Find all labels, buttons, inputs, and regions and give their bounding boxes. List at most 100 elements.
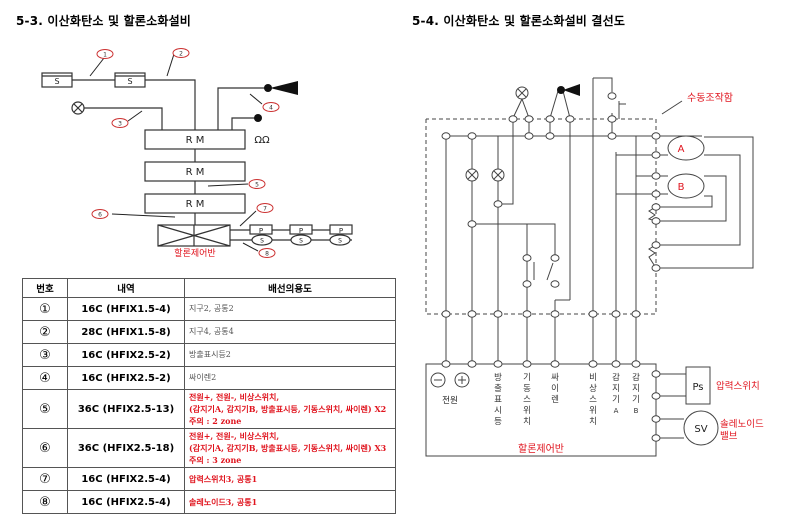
terminal-label-discharge-lamp: 등 — [494, 417, 502, 427]
terminal-label-detector-a: 감 — [612, 372, 620, 383]
sv-label: SV — [694, 424, 707, 435]
terminal — [524, 132, 534, 140]
terminal-label-discharge-lamp: 표 — [494, 395, 502, 405]
solenoid-label: S — [338, 238, 342, 245]
terminal — [651, 241, 661, 249]
terminal-label-siren: 렌 — [551, 394, 559, 405]
terminal — [651, 132, 661, 140]
terminal-label-start-switch: 기 — [523, 373, 531, 383]
terminal-label-siren: 싸 — [551, 372, 559, 383]
terminal — [522, 254, 532, 262]
terminal — [550, 310, 560, 318]
row-number: ⑤ — [22, 389, 68, 429]
terminal — [651, 392, 661, 400]
pressure-switch-label: P — [299, 227, 303, 235]
halon-panel-label: 할론제어반 — [174, 248, 215, 259]
terminal — [550, 280, 560, 288]
row-usage: 지구4, 공통4 — [184, 320, 396, 344]
solenoid-valve-name-2: 밸브 — [720, 431, 738, 442]
svg-text:1: 1 — [103, 52, 107, 59]
solenoid-label: S — [299, 238, 303, 245]
pressure-switch-box — [685, 366, 711, 405]
usage-line: (감지기A, 감지기B, 방출표시등, 기동스위치, 싸이렌) X3 — [189, 443, 387, 453]
terminal — [522, 280, 532, 288]
usage-line: 전원+, 전원-, 비상스위치, — [189, 431, 280, 441]
row-number: ② — [22, 320, 68, 344]
detector-a-label: A — [678, 144, 685, 155]
usage-line: 압력스위치3, 공통1 — [189, 474, 258, 484]
terminal — [550, 254, 560, 262]
header-spec: 내역 — [67, 278, 185, 298]
terminal-label-start-switch: 동 — [523, 384, 531, 394]
svg-text:2: 2 — [179, 51, 183, 58]
terminal — [651, 151, 661, 159]
callout-3 — [111, 118, 129, 128]
callout-4 — [262, 102, 280, 112]
usage-line: (감지기A, 감지기B, 방출표시등, 기동스위치, 싸이렌) X2 — [189, 404, 387, 414]
terminal — [545, 115, 555, 123]
row-usage: 전원+, 전원-, 비상스위치, (감지기A, 감지기B, 방출표시등, 기동스위… — [184, 389, 396, 429]
row-spec: 36C (HFIX2.5-13) — [67, 389, 185, 429]
terminal-label-detector-a: 기 — [612, 395, 620, 405]
terminal-label-detector-a: A — [614, 407, 619, 415]
detector-b-label: B — [678, 182, 685, 193]
usage-line: 방출표시등2 — [189, 350, 231, 359]
terminal-label-detector-b: 지 — [632, 384, 640, 394]
terminal-label-emergency-switch: 위 — [589, 406, 597, 416]
solenoid-2 — [290, 234, 312, 246]
row-number: ③ — [22, 343, 68, 367]
row-spec: 16C (HFIX2.5-2) — [67, 343, 185, 367]
siren-icon — [264, 81, 298, 95]
wiring-connection-diagram: 수동조작함 A B 할론제어반 압력스위치 솔레노이드 밸브 Ps SV 전원 … — [425, 77, 764, 457]
terminal — [611, 360, 621, 368]
terminal-label-discharge-lamp: 출 — [494, 383, 502, 394]
svg-text:3: 3 — [118, 121, 122, 128]
callout-8 — [258, 248, 276, 258]
callout-2 — [172, 48, 190, 58]
row-spec: 16C (HFIX2.5-2) — [67, 366, 185, 390]
usage-line: 전원+, 전원-, 비상스위치, — [189, 392, 280, 402]
rm-label: R M — [186, 199, 205, 210]
terminal — [522, 360, 532, 368]
terminal — [524, 115, 534, 123]
terminal — [611, 310, 621, 318]
usage-line: 싸이렌2 — [189, 373, 217, 382]
row-usage: 방출표시등2 — [184, 343, 396, 367]
terminal — [467, 220, 477, 228]
terminal-label-start-switch: 위 — [523, 406, 531, 416]
svg-text:6: 6 — [98, 212, 102, 219]
row-usage: 솔레노이드3, 공통1 — [184, 490, 396, 514]
svg-text:5: 5 — [255, 182, 259, 189]
terminal — [588, 360, 598, 368]
usage-line: 주의 : 3 zone — [189, 455, 242, 465]
row-usage: 싸이렌2 — [184, 366, 396, 390]
terminal — [651, 415, 661, 423]
terminal — [631, 360, 641, 368]
manual-box-label: 수동조작함 — [687, 92, 733, 104]
terminal-label-detector-b: B — [634, 407, 639, 415]
terminal — [493, 310, 503, 318]
row-spec: 16C (HFIX2.5-4) — [67, 490, 185, 514]
rm-label: R M — [186, 167, 205, 178]
manual-box-outline — [425, 118, 657, 315]
row-number: ⑦ — [22, 467, 68, 491]
terminal — [467, 310, 477, 318]
terminal — [493, 200, 503, 208]
riser-diagram: 1 2 3 4 5 6 7 8 S S R M R M R M ΩΩ P P P… — [41, 48, 353, 259]
terminal — [493, 360, 503, 368]
terminal — [441, 132, 451, 140]
terminal — [651, 217, 661, 225]
pressure-switch-3 — [329, 224, 353, 235]
terminal-label-emergency-switch: 스 — [589, 395, 597, 405]
row-usage: 전원+, 전원-, 비상스위치, (감지기A, 감지기B, 방출표시등, 기동스위… — [184, 428, 396, 468]
terminal — [631, 310, 641, 318]
terminal — [522, 310, 532, 318]
solenoid-3 — [329, 234, 351, 246]
svg-text:7: 7 — [263, 206, 267, 213]
